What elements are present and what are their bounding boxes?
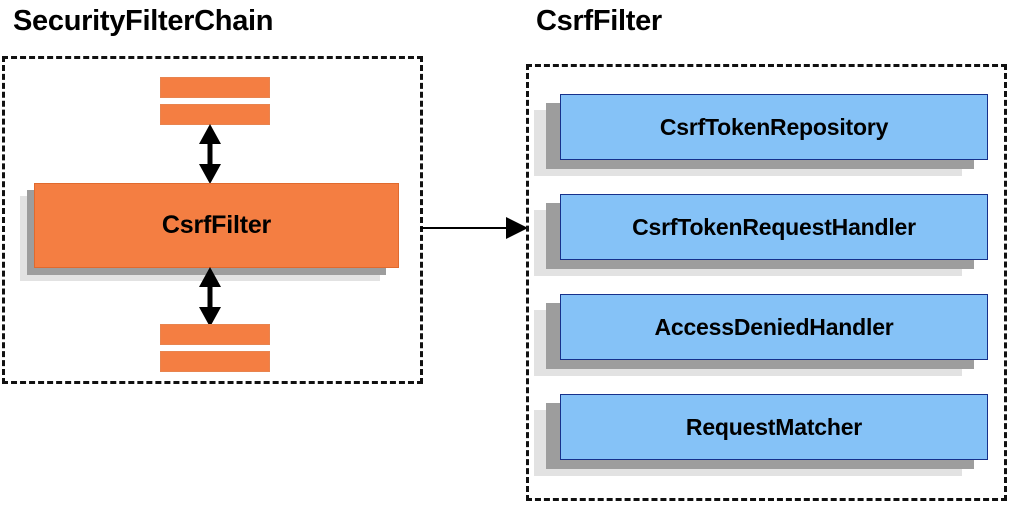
arrow-chain-below-icon [199, 267, 221, 327]
panel-security-filter-chain [2, 56, 423, 384]
box-csrf-token-repository[interactable]: CsrfTokenRepository [560, 94, 988, 160]
box-access-denied-handler[interactable]: AccessDeniedHandler [560, 294, 988, 360]
box-request-matcher[interactable]: RequestMatcher [560, 394, 988, 460]
filter-bar-bottom-1 [160, 324, 270, 345]
arrow-chain-above-icon [199, 124, 221, 184]
page-title-security-filter-chain: SecurityFilterChain [13, 5, 274, 37]
box-csrf-token-request-handler[interactable]: CsrfTokenRequestHandler [560, 194, 988, 260]
arrow-csrffilter-to-detail-icon [420, 217, 528, 239]
filter-bar-top-2 [160, 104, 270, 125]
page-title-csrf-filter: CsrfFilter [536, 5, 662, 37]
filter-bar-top-1 [160, 77, 270, 98]
panel-csrf-filter-detail [526, 64, 1007, 501]
filter-bar-bottom-2 [160, 351, 270, 372]
box-csrf-filter[interactable]: CsrfFilter [34, 183, 399, 268]
